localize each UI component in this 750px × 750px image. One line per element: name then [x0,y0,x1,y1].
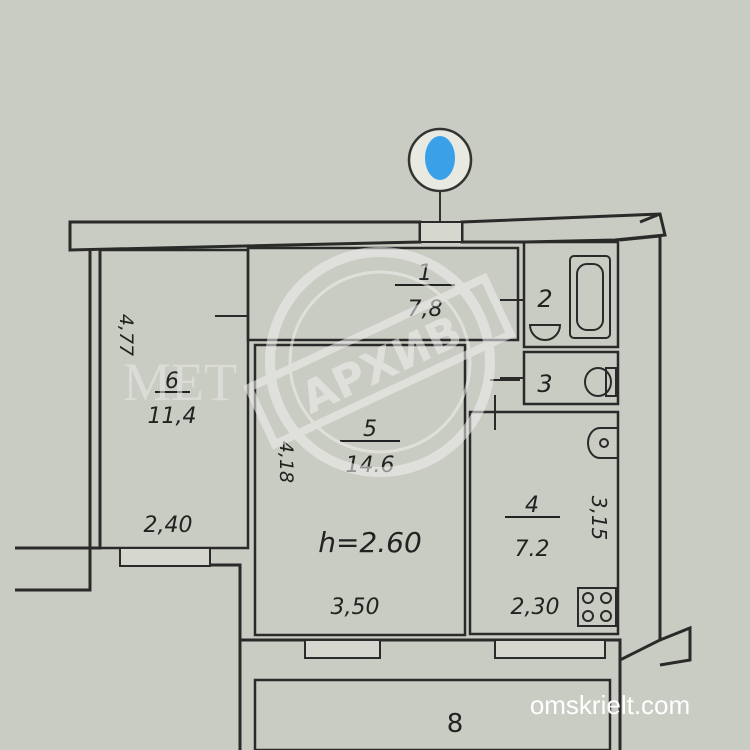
window-room-6 [119,547,211,567]
sink-icon [528,324,562,341]
room-6-number: 6 [165,369,179,394]
room-6-length: 4,77 [115,314,137,356]
room-2-number: 2 [537,285,552,313]
stove-icon [577,587,617,627]
walls [15,212,692,750]
watermark-brand: MET [123,352,237,412]
window-room-1 [419,221,463,243]
window-room-5 [304,639,381,659]
toilet-icon [584,367,617,397]
door-room-4 [490,379,520,430]
compass-icon [407,127,473,222]
room-5-width: 3,50 [331,595,380,620]
room-3-number: 3 [537,370,552,398]
wall-break-right [659,625,692,667]
room-5-outline [253,343,467,637]
room-8-number: 8 [447,709,464,739]
windows [119,221,606,659]
room-4-width: 2,30 [511,595,560,620]
room-4-number: 4 [525,493,539,518]
dimension-labels: 4,77 2,40 4,18 3,50 3,15 2,30 h=2.60 [115,314,611,620]
room-4-outline [468,410,620,636]
room-4-length: 3,15 [587,496,611,541]
wall-break-mark [639,212,661,224]
room-4-area: 7.2 [515,537,550,562]
ceiling-height: h=2.60 [318,526,422,559]
site-caption: omskrielt.com [530,690,690,720]
outer-wall-right [619,234,662,662]
bathtub-icon [569,255,611,339]
room-5-number: 5 [363,417,377,442]
outer-wall-bottom-left [210,563,242,750]
window-room-4 [494,639,606,659]
room-5-length: 4,18 [275,441,297,483]
room-8-outline [253,678,612,750]
left-balcony-wall [15,546,92,592]
room-2-outline [522,240,620,349]
room-6-area: 11,4 [148,404,197,429]
room-6-width: 2,40 [144,513,193,538]
room-labels: 6 11,4 1 7,8 2 3 5 14.6 4 7.2 8 [148,261,560,739]
kitchen-sink-icon [587,427,618,459]
